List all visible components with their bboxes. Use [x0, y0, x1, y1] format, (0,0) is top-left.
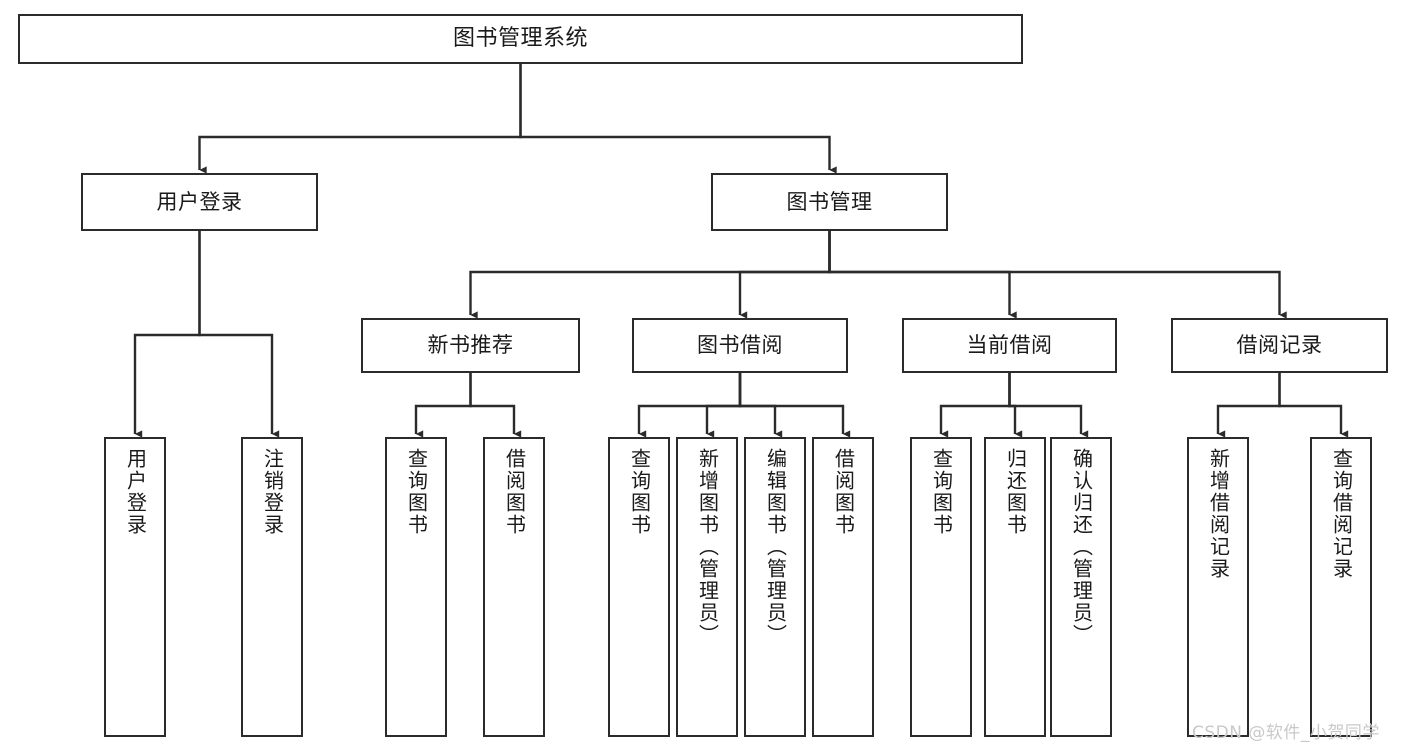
edge-current-borrow-to-leaf-query-book-3	[939, 373, 1011, 438]
edge-book-borrow-to-leaf-edit-book	[738, 373, 783, 438]
node-label: 编辑图书（管理员）	[763, 448, 788, 646]
edge-book-manage-to-new-book-rec	[469, 231, 831, 319]
node-label: 当前借阅	[966, 333, 1053, 358]
edge-current-borrow-to-leaf-return-book	[1008, 373, 1023, 438]
node-label: 用户登录	[123, 448, 148, 536]
edge-book-borrow-to-leaf-borrow-book-2	[738, 373, 851, 438]
edge-user-login-to-leaf-logout	[198, 231, 280, 438]
watermark: CSDN @软件_小贺同学	[1192, 723, 1380, 743]
node-leaf-edit-book: 编辑图书（管理员）	[744, 437, 806, 737]
node-leaf-user-login: 用户登录	[104, 437, 166, 737]
node-leaf-query-record: 查询借阅记录	[1310, 437, 1372, 737]
node-leaf-query-book-2: 查询图书	[608, 437, 670, 737]
node-leaf-borrow-book-1: 借阅图书	[483, 437, 545, 737]
edge-borrow-record-to-leaf-query-record	[1278, 373, 1349, 438]
node-label: 图书借阅	[697, 333, 783, 358]
edge-book-manage-to-current-borrow	[828, 231, 1017, 319]
node-label: 查询图书	[404, 448, 429, 536]
node-leaf-query-book-1: 查询图书	[385, 437, 447, 737]
edge-book-borrow-to-leaf-query-book-2	[637, 373, 742, 438]
node-label: 注销登录	[260, 448, 285, 536]
edge-root-to-book-manage	[519, 64, 837, 174]
node-leaf-query-book-3: 查询图书	[910, 437, 972, 737]
node-new-book-rec: 新书推荐	[361, 318, 580, 373]
node-label: 借阅图书	[831, 448, 856, 536]
edge-book-manage-to-borrow-record	[828, 231, 1287, 319]
node-label: 图书管理	[786, 189, 873, 214]
node-leaf-add-record: 新增借阅记录	[1187, 437, 1249, 737]
edge-borrow-record-to-leaf-add-record	[1216, 373, 1281, 438]
node-label: 借阅图书	[502, 448, 527, 536]
node-book-borrow: 图书借阅	[632, 318, 848, 373]
node-leaf-return-book: 归还图书	[984, 437, 1046, 737]
node-label: 查询借阅记录	[1329, 448, 1354, 580]
edge-book-manage-to-book-borrow	[738, 231, 831, 319]
node-leaf-confirm-return: 确认归还（管理员）	[1050, 437, 1112, 737]
node-label: 图书管理系统	[452, 26, 588, 52]
node-label: 查询图书	[627, 448, 652, 536]
node-user-login: 用户登录	[81, 173, 318, 231]
node-label: 新增借阅记录	[1206, 448, 1231, 580]
node-label: 新书推荐	[427, 333, 514, 358]
node-root: 图书管理系统	[18, 14, 1023, 64]
node-label: 新增图书（管理员）	[695, 448, 720, 646]
node-borrow-record: 借阅记录	[1171, 318, 1388, 373]
node-book-manage: 图书管理	[711, 173, 948, 231]
node-label: 确认归还（管理员）	[1069, 448, 1094, 646]
node-current-borrow: 当前借阅	[902, 318, 1117, 373]
node-label: 用户登录	[156, 189, 243, 214]
node-label: 归还图书	[1003, 448, 1028, 536]
node-leaf-logout: 注销登录	[241, 437, 303, 737]
edge-root-to-user-login	[198, 64, 522, 174]
edge-book-borrow-to-leaf-add-book	[705, 373, 742, 438]
node-label: 查询图书	[929, 448, 954, 536]
edge-new-book-rec-to-leaf-borrow-book-1	[469, 373, 522, 438]
node-leaf-borrow-book-2: 借阅图书	[812, 437, 874, 737]
node-leaf-add-book: 新增图书（管理员）	[676, 437, 738, 737]
edge-paths	[133, 64, 1349, 438]
edge-user-login-to-leaf-user-login	[133, 231, 201, 438]
edge-new-book-rec-to-leaf-query-book-1	[414, 373, 472, 438]
node-label: 借阅记录	[1236, 333, 1323, 358]
edge-current-borrow-to-leaf-confirm-return	[1008, 373, 1089, 438]
